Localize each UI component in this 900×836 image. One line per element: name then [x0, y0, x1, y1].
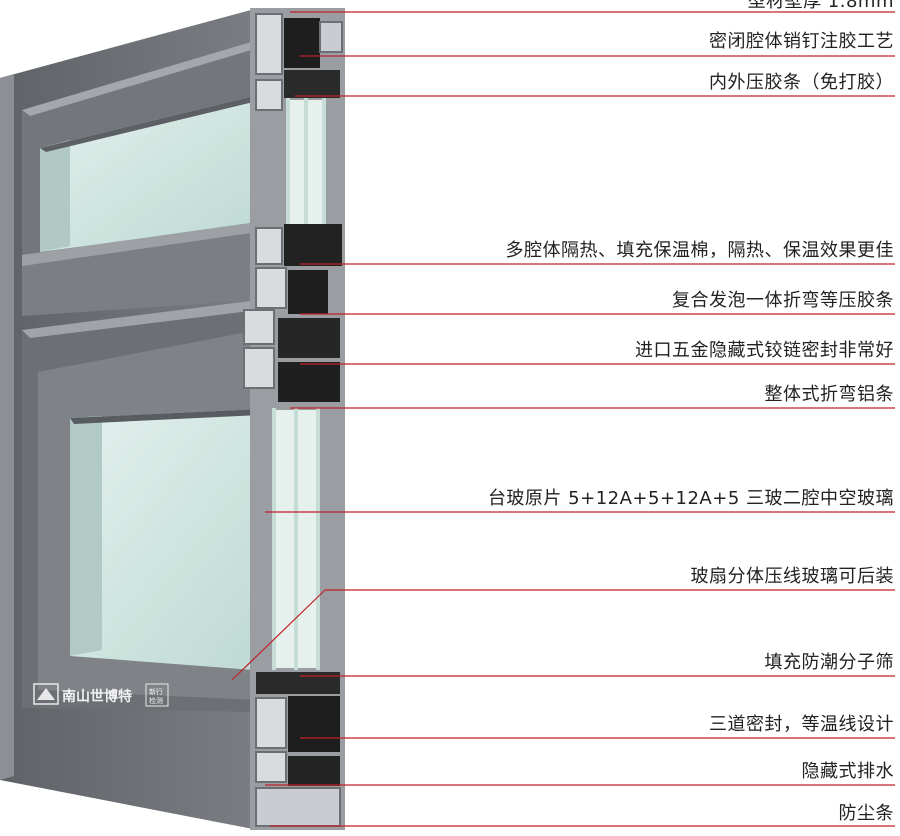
callout-wall-thickness: 型材壁厚 1.8mm	[747, 0, 894, 12]
callout-triple-seal: 三道密封，等温线设计	[709, 714, 894, 735]
callout-dust-strip: 防尘条	[838, 803, 894, 824]
callout-molecular-sieve: 填充防潮分子筛	[764, 652, 894, 673]
callout-hidden-hinge: 进口五金隐藏式铰链密封非常好	[635, 340, 894, 361]
lower-glass	[70, 408, 280, 672]
transom-bar	[22, 222, 258, 316]
upper-sash-bevel	[22, 40, 258, 116]
brand-logo	[33, 683, 59, 705]
upper-glass-shadow	[40, 140, 70, 252]
frame-edge	[0, 74, 14, 780]
callout-pressure-gasket: 内外压胶条（免打胶）	[709, 72, 894, 93]
upper-glass	[40, 92, 270, 252]
brand-badge	[145, 683, 169, 707]
leader-lines	[231, 11, 895, 827]
callout-hidden-drainage: 隐藏式排水	[801, 761, 894, 782]
lower-glass-edge	[70, 408, 280, 424]
callout-multi-chamber-insulation: 多腔体隔热、填充保温棉，隔热、保温效果更佳	[505, 240, 894, 261]
brand-badge-line2: 检测	[149, 696, 163, 705]
callout-triple-glass: 台玻原片 5+12A+5+12A+5 三玻二腔中空玻璃	[487, 488, 894, 509]
upper-glass-inner-frame	[40, 92, 270, 152]
brand-badge-line1: 新行	[149, 687, 163, 696]
callout-glazing-bead: 玻扇分体压线玻璃可后装	[690, 566, 894, 587]
transom-bevel	[22, 222, 258, 266]
callout-pin-glue-process: 密闭腔体销钉注胶工艺	[709, 31, 894, 52]
lower-glass-shadow	[70, 416, 102, 656]
lower-sash-bevel	[22, 300, 258, 338]
callout-foam-gasket: 复合发泡一体折弯等压胶条	[672, 290, 894, 311]
callout-aluminum-spacer: 整体式折弯铝条	[764, 384, 894, 405]
brand-name: 南山世博特	[62, 688, 132, 705]
